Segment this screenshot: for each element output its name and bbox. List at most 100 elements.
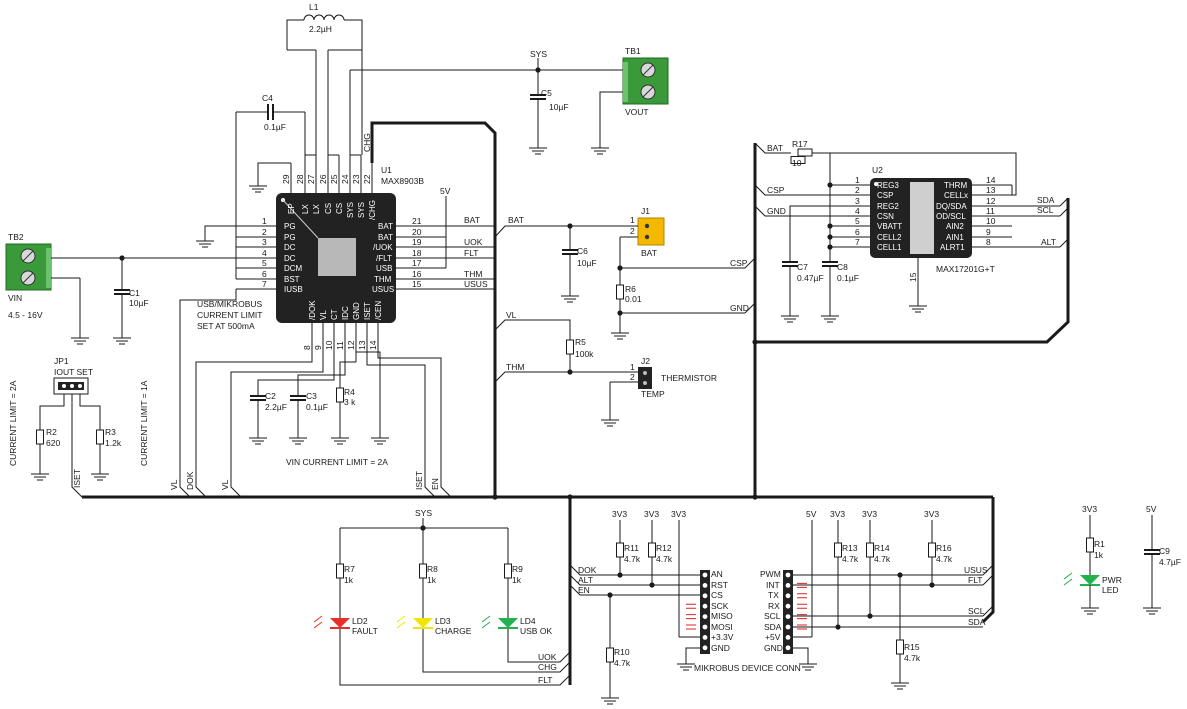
u1-5v [436,196,447,269]
r14-ref: R14 [874,543,890,553]
header-pin [702,583,708,588]
c2-ref: C2 [265,391,276,401]
svg-text:/FLT: /FLT [376,254,392,263]
svg-text:9: 9 [313,345,323,350]
header-pin [785,572,791,578]
l1-inductor [286,14,363,163]
c7-ref: C7 [797,262,808,272]
signal-arrow-icon [797,603,807,609]
u1-5v-label: 5V [440,186,451,196]
v33-a: 3V3 [612,509,627,519]
header-pin [702,614,708,619]
r10-value: 4.7k [614,658,631,668]
mb-left-1: RST [711,580,728,590]
u1-bottom-nets [179,289,452,498]
svg-text:28: 28 [295,174,305,184]
net-bat-mid: BAT [508,215,524,225]
svg-text:2: 2 [855,185,860,195]
svg-text:/UOK: /UOK [373,243,393,252]
svg-text:USB: USB [376,264,392,273]
note-mikrobus: MIKROBUS DEVICE CONN [694,663,801,673]
r13-value: 4.7k [842,554,859,564]
net-iset-b: ISET [414,471,424,490]
header-pin [785,624,791,630]
r17-value: 10 [792,158,802,168]
net-uok: UOK [464,237,483,247]
svg-text:12: 12 [346,340,356,350]
net-flt-m: FLT [968,575,982,585]
mb-right-7: GND [764,643,783,653]
svg-text:BST: BST [284,275,300,284]
note-usb-2: CURRENT LIMIT [197,310,263,320]
r4-value: 3 k [344,397,356,407]
svg-text:VL: VL [319,310,328,320]
j2-sub: TEMP [641,389,665,399]
v5-m: 5V [806,509,817,519]
net-gnd-mid: GND [730,303,749,313]
c7-value: 0.47µF [797,273,824,283]
svg-text:11: 11 [986,206,995,216]
mb-left-5: MOSI [711,622,733,632]
net-scl-m: SCL [968,606,985,616]
svg-text:DQ/SDA: DQ/SDA [936,202,967,211]
r3-ref: R3 [105,427,116,437]
note-usb-3: SET AT 500mA [197,321,255,331]
v33-e: 3V3 [862,509,877,519]
net-flt-b: FLT [538,675,552,685]
ld4-label: USB OK [520,626,552,636]
net-vl-b1: VL [169,479,179,490]
tb1-ref: TB1 [625,46,641,56]
mb-right-4: SCL [764,611,781,621]
signal-arrow-icon [686,603,696,609]
c1-value: 10µF [129,298,149,308]
vin-net [51,225,237,345]
c9-ref: C9 [1159,546,1170,556]
u1-right-pins: 21 20 19 18 17 16 15 BAT BAT /UOK /FLT U… [372,216,436,294]
u1-ref: U1 [381,165,392,175]
tb2-ref: TB2 [8,232,24,242]
r2-ref: R2 [46,427,57,437]
note-limit-2a: CURRENT LIMIT = 2A [8,380,18,466]
svg-text:CSP: CSP [877,191,893,200]
c6-ref: C6 [577,246,588,256]
r6-value: 0.01 [625,294,642,304]
header-pin [785,593,791,599]
net-usus-m: USUS [964,565,988,575]
tb2-range: 4.5 - 16V [8,310,43,320]
svg-text:CT: CT [330,309,339,320]
l1-value: 2.2µH [309,24,332,34]
svg-text:SYS: SYS [346,202,355,218]
svg-text:13: 13 [986,185,996,195]
svg-text:1: 1 [262,216,267,226]
header-pin [702,603,708,609]
net-chg-b: CHG [538,662,557,672]
svg-text:14: 14 [986,175,996,185]
u1-top-pins: 29 28 27 26 25 24 23 22 EP LX LX CS CS S… [281,163,377,220]
header-pin [702,572,708,578]
svg-text:AIN1: AIN1 [946,233,964,242]
r14-value: 4.7k [874,554,891,564]
j2-connector [628,367,652,389]
svg-text:IUSB: IUSB [284,285,303,294]
svg-text:11: 11 [335,341,345,350]
c6-value: 10µF [577,258,597,268]
led-section [336,518,571,686]
r4-ref: R4 [344,387,355,397]
net-uok-b: UOK [538,652,557,662]
net-en-m: EN [578,585,590,595]
mikrobus-left-header [700,570,710,654]
svg-text:USUS: USUS [372,285,394,294]
u1-left-pins: 1 2 3 4 5 6 7 PG PG DC DC DCM BST IUSB [236,216,303,294]
r1-value: 1k [1094,550,1104,560]
ld2-led [313,615,350,629]
bat-line [494,223,756,340]
svg-text:7: 7 [855,237,860,247]
mb-right-1: INT [766,580,780,590]
svg-text:CELL2: CELL2 [877,233,902,242]
svg-text:8: 8 [302,345,312,350]
net-thm: THM [464,269,482,279]
r6-ref: R6 [625,284,636,294]
net-sda-u2: SDA [1037,195,1055,205]
jp1-jumper [30,377,110,498]
